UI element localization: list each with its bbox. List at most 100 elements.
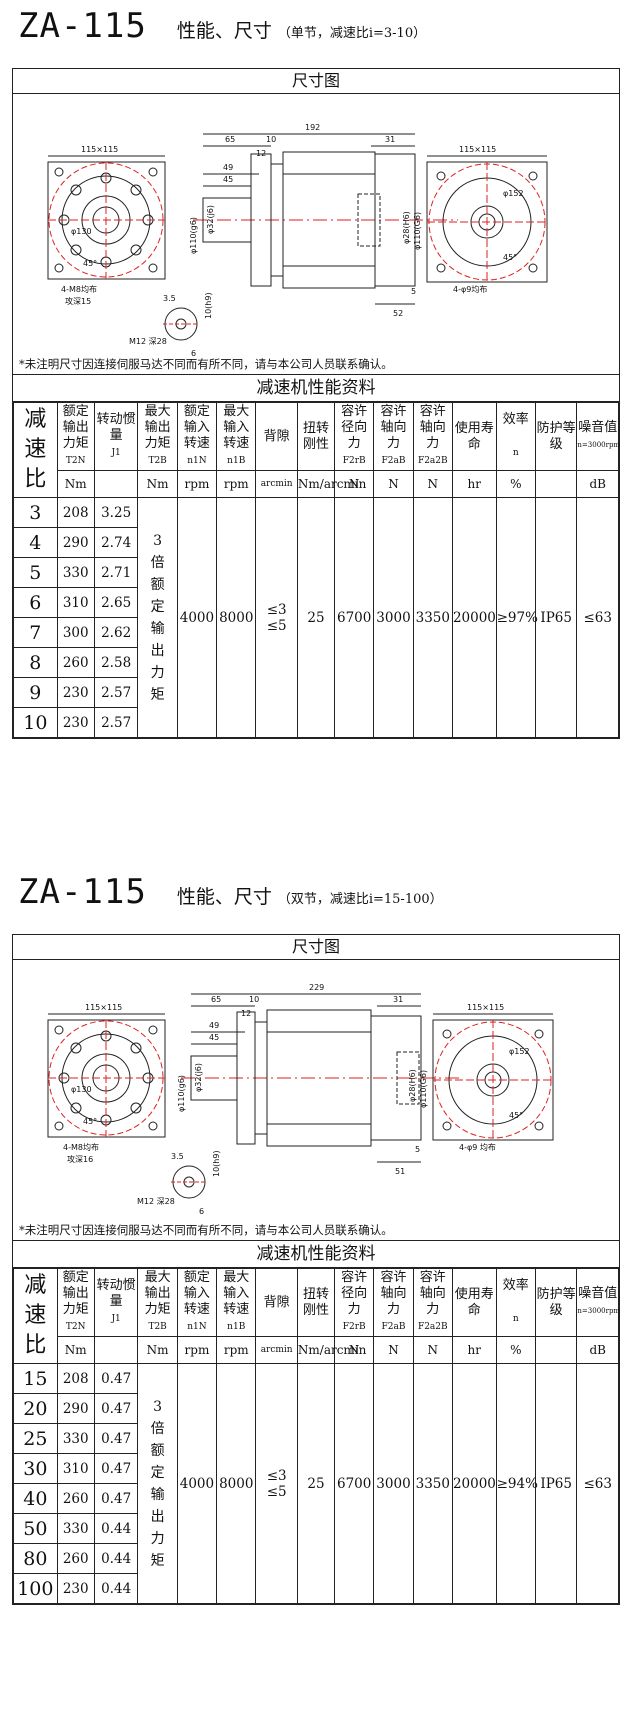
ratio-cell: 6 — [13, 587, 58, 618]
life-header: 使用寿命 — [451, 1268, 497, 1337]
inertia-cell: 0.44 — [93, 1513, 139, 1544]
rated-torque-cell: 260 — [56, 1483, 95, 1514]
inertia-cell: 0.47 — [93, 1393, 139, 1424]
dim-total-length: 192 — [305, 123, 320, 132]
dim-key-35: 3.5 — [163, 294, 176, 303]
dim-key-35: 3.5 — [171, 1152, 184, 1161]
rated-torque-cell: 330 — [56, 1423, 95, 1454]
noise-cell: ≤63 — [576, 497, 619, 738]
inertia-cell: 0.47 — [93, 1363, 139, 1394]
dim-dia130-left: φ130 — [71, 227, 92, 236]
rated-speed-cell: 4000 — [176, 497, 218, 738]
max-torque-char: 力 — [150, 1530, 165, 1547]
dim-angle-left: 45° — [83, 259, 97, 268]
dim-45: 45 — [209, 1033, 219, 1042]
ratio-header: 减速比 — [13, 402, 58, 498]
dim-dia28: φ28(H6) — [402, 211, 411, 244]
ratio-cell: 7 — [13, 617, 58, 648]
dim-5: 5 — [415, 1145, 420, 1154]
unit-max-torque: Nm — [137, 470, 178, 498]
dim-holes-left: 4-M8均布 — [61, 284, 97, 294]
model-name: ZA-115 — [18, 6, 147, 46]
unit-eff: % — [495, 1336, 536, 1364]
dim-holes-left: 4-M8均布 — [63, 1142, 99, 1152]
ratio-cell: 50 — [13, 1513, 58, 1544]
unit-row: Nm Nm rpm rpm arcmin Nm/arcmin N N N hr … — [14, 470, 619, 498]
dim-5: 5 — [411, 287, 416, 296]
dim-flange-left: 115×115 — [81, 145, 118, 154]
dim-10: 10 — [249, 995, 259, 1004]
unit-backlash: arcmin — [255, 1336, 298, 1364]
rated-torque-cell: 330 — [56, 1513, 95, 1544]
backlash-value-1: ≤3 — [266, 601, 287, 618]
dim-angle-left: 45° — [83, 1117, 97, 1126]
max-torque-char: 3 — [153, 1398, 163, 1415]
protection-header: 防护等级 — [534, 1268, 578, 1337]
unit-inertia — [93, 470, 139, 498]
unit-axial: N — [373, 470, 414, 498]
radial-force-cell: 6700 — [334, 1363, 375, 1604]
stiffness-header: 扭转刚性 — [296, 1268, 336, 1337]
spec-box: 尺寸图 — [12, 934, 620, 1605]
inertia-cell: 0.47 — [93, 1453, 139, 1484]
life-cell: 20000 — [451, 497, 497, 738]
unit-inertia — [93, 1336, 139, 1364]
max-torque-char: 定 — [150, 1464, 165, 1481]
ratio-cell: 5 — [13, 557, 58, 588]
ratio-cell: 100 — [13, 1573, 58, 1604]
unit-eff: % — [495, 470, 536, 498]
rated-torque-cell: 330 — [56, 557, 95, 588]
dim-total-length: 229 — [309, 983, 324, 992]
dim-key-10: 10(h9) — [204, 292, 213, 319]
ratio-cell: 25 — [13, 1423, 58, 1454]
inertia-cell: 2.74 — [93, 527, 139, 558]
rated-torque-cell: 208 — [56, 1363, 95, 1394]
noise-cell: ≤63 — [576, 1363, 619, 1604]
max-torque-char: 倍 — [150, 1420, 165, 1437]
ratio-cell: 80 — [13, 1543, 58, 1574]
unit-noise: dB — [576, 1336, 619, 1364]
dim-flange-left: 115×115 — [85, 1003, 122, 1012]
performance-caption: 减速机性能资料 — [13, 374, 619, 402]
dim-51: 51 — [395, 1167, 405, 1176]
rated-torque-cell: 260 — [56, 647, 95, 678]
backlash-header: 背隙 — [255, 402, 298, 471]
drawing-svg: 115×115 115×115 229 65 10 12 31 49 45 51… — [47, 983, 554, 1216]
inertia-cell: 2.57 — [93, 677, 139, 708]
rated-torque-cell: 310 — [56, 587, 95, 618]
dim-dia152: φ152 — [509, 1047, 530, 1056]
unit-torque: Nm — [56, 1336, 95, 1364]
unit-radial: N — [334, 1336, 375, 1364]
inertia-cell: 2.57 — [93, 707, 139, 738]
efficiency-cell: ≥94% — [495, 1363, 538, 1604]
stiffness-cell: 25 — [296, 1363, 336, 1604]
section-title: 性能、尺寸 — [176, 20, 272, 42]
max-torque-char: 定 — [150, 598, 165, 615]
inertia-cell: 2.65 — [93, 587, 139, 618]
inertia-cell: 2.71 — [93, 557, 139, 588]
backlash-cell: ≤3≤5 — [255, 497, 298, 738]
dim-holes-right: 4-φ9 均布 — [459, 1142, 496, 1152]
max-torque-char: 输 — [150, 1486, 165, 1503]
axial-force2-cell: 3350 — [412, 1363, 453, 1604]
dim-flange-right: 115×115 — [459, 145, 496, 154]
drawing-caption: 尺寸图 — [13, 935, 619, 960]
protection-header: 防护等级 — [534, 402, 578, 471]
backlash-cell: ≤3≤5 — [255, 1363, 298, 1604]
